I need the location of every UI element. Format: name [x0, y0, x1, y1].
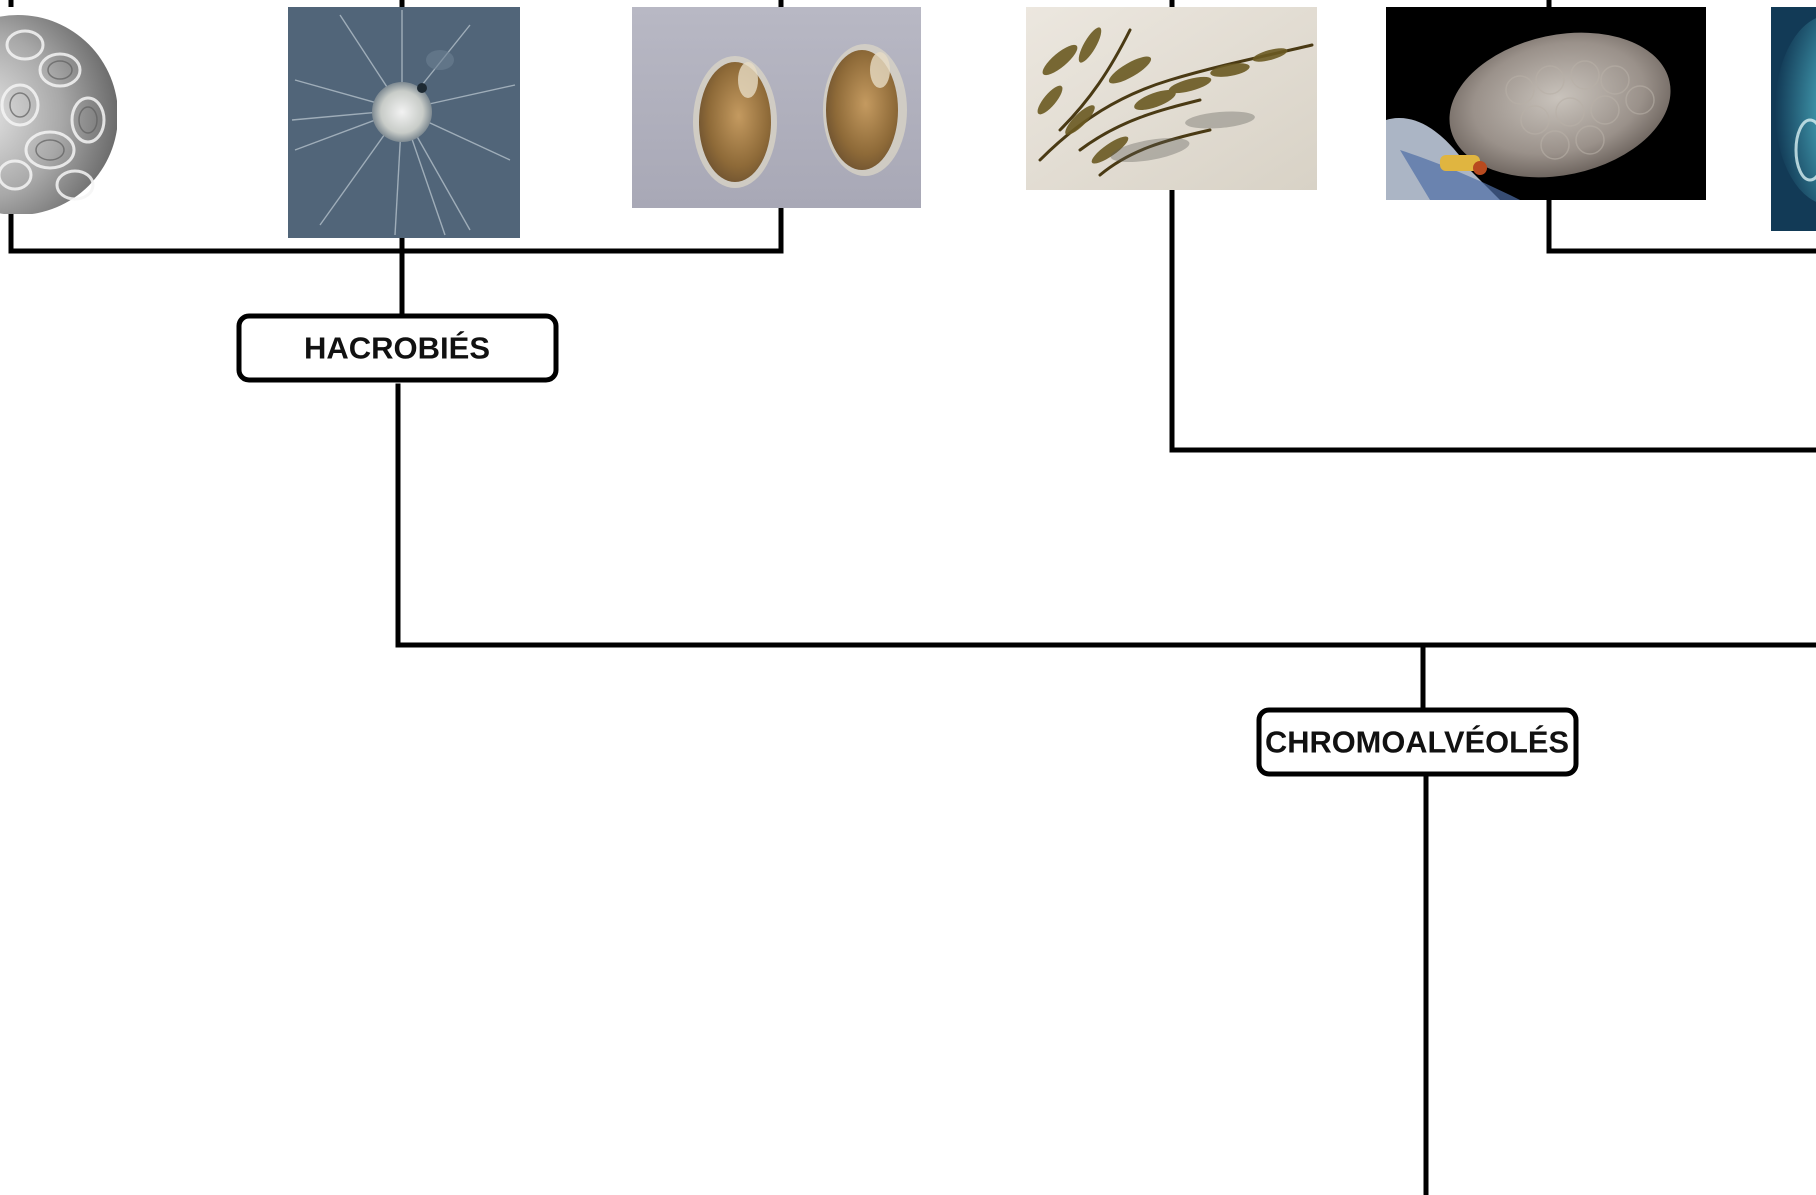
heliozoan-photo	[288, 7, 520, 238]
blue-protist-photo	[1771, 7, 1816, 231]
cryptophyte-photo	[632, 7, 921, 208]
node-hacrobies: HACROBIÉS	[239, 316, 556, 380]
coccolithophore-photo	[0, 7, 118, 215]
brown-algae-photo	[1026, 7, 1317, 190]
node-chromoalveoles-label: CHROMOALVÉOLÉS	[1265, 725, 1569, 760]
node-hacrobies-label: HACROBIÉS	[304, 331, 490, 366]
node-chromoalveoles: CHROMOALVÉOLÉS	[1259, 710, 1576, 774]
ciliate-photo	[1386, 7, 1706, 200]
